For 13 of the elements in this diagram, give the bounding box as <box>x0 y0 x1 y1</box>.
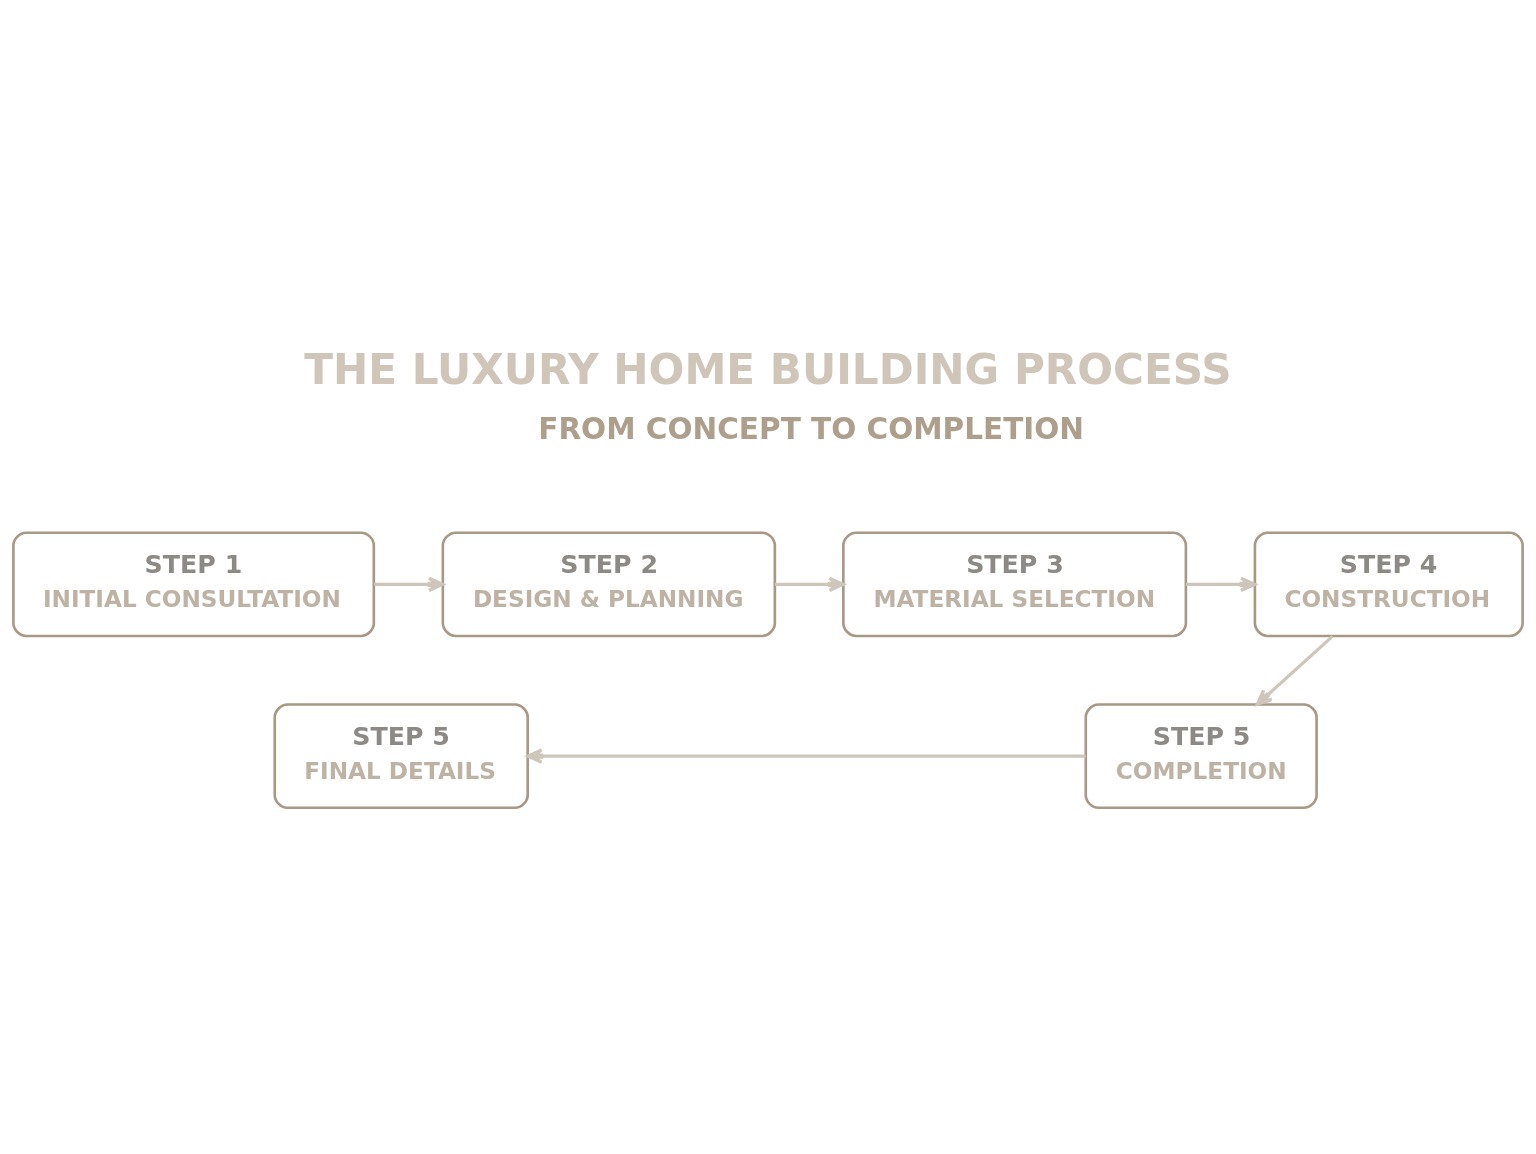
arrow <box>374 576 445 592</box>
arrow <box>526 747 1086 764</box>
node-box: STEP 2 DESIGN & PLANNING <box>441 530 777 637</box>
diagram-title: THE LUXURY HOME BUILDING PROCESS <box>304 344 1232 394</box>
node-box: STEP 4 CONSTRUCTIOH <box>1253 530 1524 637</box>
node-box: STEP 5 COMPLETION <box>1084 702 1318 809</box>
arrow <box>1186 576 1257 592</box>
node-box: STEP 3 MATERIAL SELECTION <box>842 530 1188 637</box>
arrow <box>774 576 845 592</box>
label: FROM CONCEPT TO COMPLETION <box>538 411 1085 446</box>
node-box: STEP 1 INITIAL CONSULTATION <box>12 530 376 637</box>
node-box: STEP 5 FINAL DETAILS <box>273 702 529 809</box>
arrow <box>1255 634 1334 706</box>
